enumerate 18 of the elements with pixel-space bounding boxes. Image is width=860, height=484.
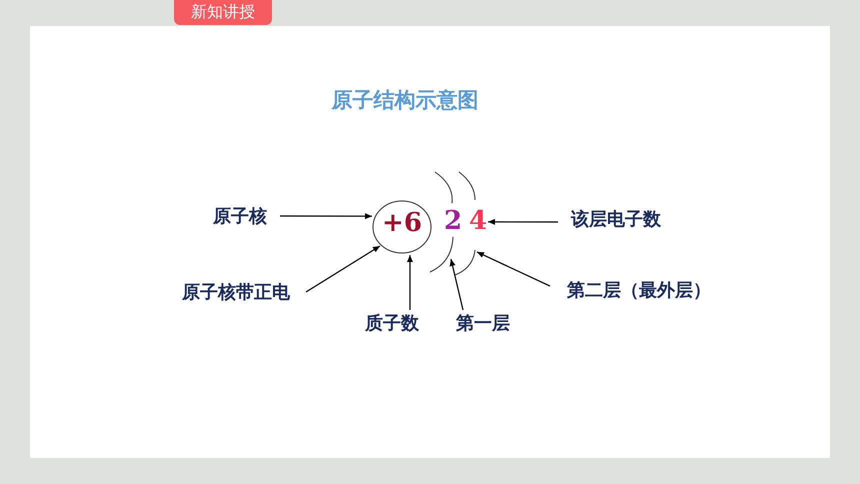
section-tab: 新知讲授 [174, 0, 272, 25]
arrow [306, 246, 380, 292]
term-label: 第一层 [446, 310, 520, 336]
term-label: 原子核 [200, 203, 280, 229]
electron-count: 2 [443, 206, 463, 236]
nuclear-charge: +6 [382, 208, 422, 238]
arrow [488, 218, 558, 225]
arrow [450, 258, 464, 310]
term-label: 第二层（最外层） [550, 277, 728, 303]
nucleus-circle [372, 200, 432, 254]
arrow [406, 255, 413, 310]
arrow [476, 251, 550, 287]
term-label: 质子数 [355, 310, 429, 336]
electron-count: 4 [468, 206, 488, 236]
arrow [280, 213, 372, 220]
diagram-title: 原子结构示意图 [330, 86, 480, 114]
term-label: 原子核带正电 [166, 279, 306, 305]
term-label: 该层电子数 [558, 206, 674, 232]
